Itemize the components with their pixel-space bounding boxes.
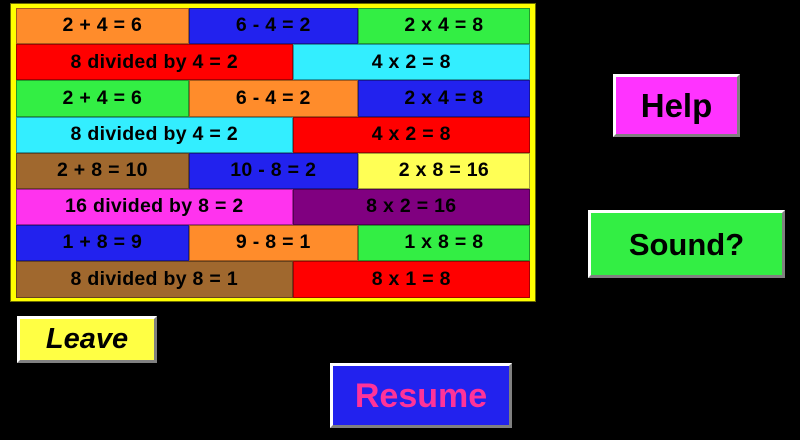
fact-cell[interactable]: 8 x 2 = 16 xyxy=(292,188,530,226)
fact-cell[interactable]: 4 x 2 = 8 xyxy=(292,116,530,153)
fact-cell[interactable]: 1 + 8 = 9 xyxy=(16,225,189,262)
fact-cell[interactable]: 2 + 8 = 10 xyxy=(16,152,189,189)
sound-button[interactable]: Sound? xyxy=(588,210,785,278)
fact-cell[interactable]: 2 x 8 = 16 xyxy=(357,152,530,189)
help-button[interactable]: Help xyxy=(613,74,740,137)
fact-cell[interactable]: 2 x 4 = 8 xyxy=(357,8,530,45)
fact-cell[interactable]: 2 + 4 = 6 xyxy=(16,8,189,45)
fact-cell[interactable]: 4 x 2 = 8 xyxy=(292,44,530,81)
resume-button[interactable]: Resume xyxy=(330,363,512,428)
leave-button[interactable]: Leave xyxy=(17,316,157,363)
fact-cell[interactable]: 9 - 8 = 1 xyxy=(188,225,358,262)
fact-cell[interactable]: 8 x 1 = 8 xyxy=(292,261,530,298)
fact-cell[interactable]: 16 divided by 8 = 2 xyxy=(16,188,293,226)
fact-cell[interactable]: 8 divided by 4 = 2 xyxy=(16,44,293,81)
fact-cell[interactable]: 8 divided by 4 = 2 xyxy=(16,116,293,153)
fact-cell[interactable]: 2 x 4 = 8 xyxy=(357,80,530,117)
fact-cell[interactable]: 6 - 4 = 2 xyxy=(188,8,358,45)
fact-cell[interactable]: 1 x 8 = 8 xyxy=(357,225,530,262)
fact-cell[interactable]: 10 - 8 = 2 xyxy=(188,152,358,189)
fact-cell[interactable]: 2 + 4 = 6 xyxy=(16,80,189,117)
fact-cell[interactable]: 6 - 4 = 2 xyxy=(188,80,358,117)
fact-cell[interactable]: 8 divided by 8 = 1 xyxy=(16,261,293,298)
